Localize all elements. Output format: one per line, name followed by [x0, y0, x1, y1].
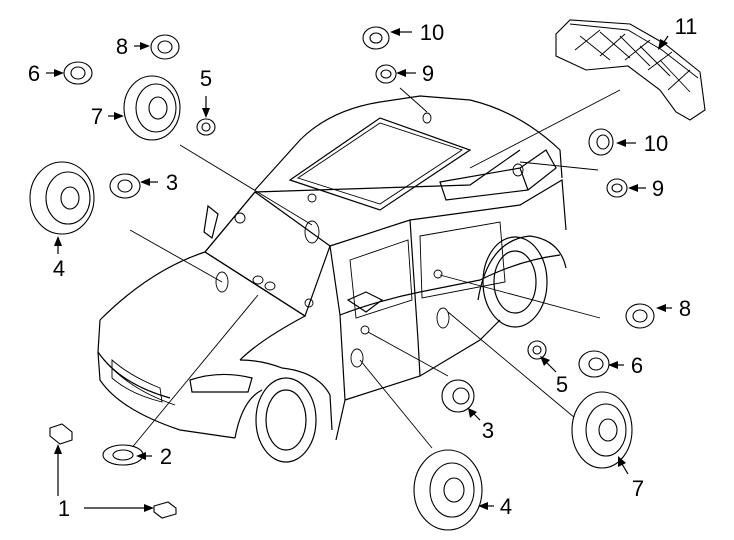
arrow-icon	[390, 28, 400, 36]
arrow-icon	[114, 112, 124, 120]
callout-9-top: 9	[422, 61, 434, 86]
callout-2: 2	[160, 444, 172, 469]
tweeter-icon	[150, 34, 180, 60]
callout-5-right: 5	[556, 372, 568, 397]
arrow-icon	[202, 108, 210, 118]
callout-3-left: 3	[166, 170, 178, 195]
callout-7-right: 7	[632, 476, 644, 501]
arrow-icon	[468, 408, 477, 418]
callout-4-door: 4	[500, 494, 512, 519]
arrow-icon	[54, 444, 62, 454]
callout-6-right: 6	[631, 353, 643, 378]
arrow-icon	[136, 452, 146, 460]
callout-7-left: 7	[91, 104, 103, 129]
callout-6-left: 6	[28, 61, 40, 86]
arrow-icon	[658, 39, 668, 50]
arrow-icon	[54, 236, 62, 246]
arrow-icon	[540, 356, 550, 366]
callout-1: 1	[58, 496, 70, 521]
nut-icon	[606, 178, 628, 198]
tweeter-icon	[362, 26, 390, 50]
tweeter-icon	[441, 379, 475, 413]
speaker-icon	[571, 391, 633, 469]
clip-icon	[49, 423, 177, 519]
nut-icon	[196, 118, 216, 136]
callout-10-right: 10	[644, 131, 668, 156]
arrow-icon	[396, 69, 406, 77]
callout-3-door: 3	[482, 418, 494, 443]
callout-4-left: 4	[53, 256, 65, 281]
vehicle-outline	[97, 95, 567, 463]
callout-11: 11	[675, 14, 698, 39]
nut-icon	[527, 340, 547, 360]
speaker-icon	[588, 128, 614, 156]
callout-arrows	[46, 28, 672, 512]
callout-8-right: 8	[679, 296, 691, 321]
tweeter-icon	[578, 350, 610, 378]
callout-labels: 1 2 3 3 4 4 5 5 6 6 7 7 8 8 9 9 10 10 11	[28, 14, 698, 521]
arrow-icon	[144, 504, 154, 512]
arrow-icon	[656, 304, 666, 312]
arrow-icon	[628, 184, 638, 192]
tweeter-icon	[625, 303, 655, 329]
arrow-icon	[616, 139, 626, 147]
arrow-icon	[608, 361, 618, 369]
callout-5-top: 5	[200, 66, 212, 91]
subwoofer-icon	[413, 449, 483, 531]
arrow-icon	[140, 178, 150, 186]
tweeter-icon	[109, 173, 141, 199]
nut-icon	[375, 64, 397, 84]
tweeter-icon	[63, 61, 93, 85]
callout-8-top: 8	[116, 34, 128, 59]
arrow-icon	[54, 69, 64, 77]
speaker-icon	[102, 444, 144, 466]
arrow-icon	[618, 456, 626, 467]
speaker-icon	[123, 75, 181, 141]
leader-lines	[129, 87, 621, 451]
callout-9-right: 9	[652, 176, 664, 201]
arrow-icon	[478, 502, 488, 510]
callout-10-top: 10	[420, 20, 444, 45]
subwoofer-icon	[29, 161, 95, 235]
amplifier-icon	[555, 19, 706, 121]
arrow-icon	[140, 42, 150, 50]
